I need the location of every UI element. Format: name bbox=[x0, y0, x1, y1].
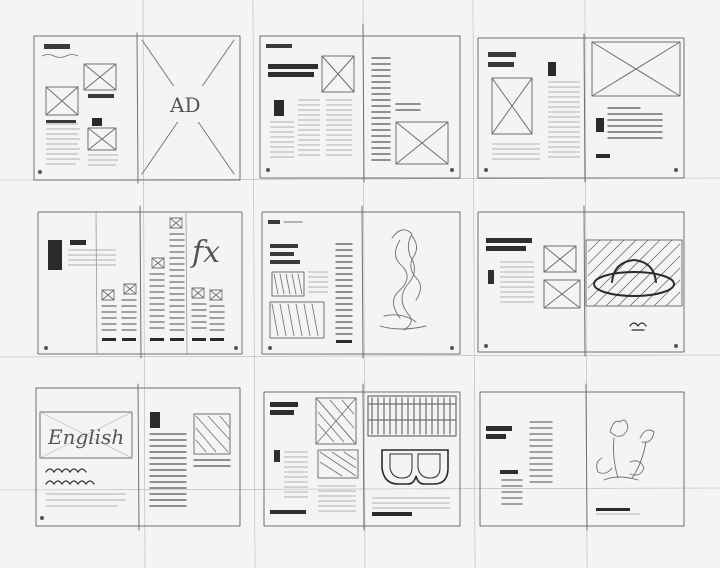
dark-hatched-photo bbox=[367, 395, 457, 437]
fx-label: fx bbox=[190, 235, 220, 270]
english-label: English bbox=[47, 425, 124, 449]
smoke-figure-sketch bbox=[379, 229, 427, 331]
spread-9 bbox=[479, 383, 685, 531]
goggles-sketch bbox=[381, 449, 449, 485]
spread-6 bbox=[477, 205, 685, 357]
spread-5 bbox=[261, 205, 461, 359]
spread-4: fx bbox=[37, 205, 243, 359]
ad-label: AD bbox=[169, 93, 200, 117]
spread-8 bbox=[263, 383, 461, 531]
spread-3 bbox=[477, 33, 685, 183]
spread-1: AD bbox=[33, 32, 241, 184]
spread-7: English bbox=[35, 383, 241, 531]
flower-sketch bbox=[596, 419, 655, 481]
spread-2 bbox=[259, 23, 461, 183]
